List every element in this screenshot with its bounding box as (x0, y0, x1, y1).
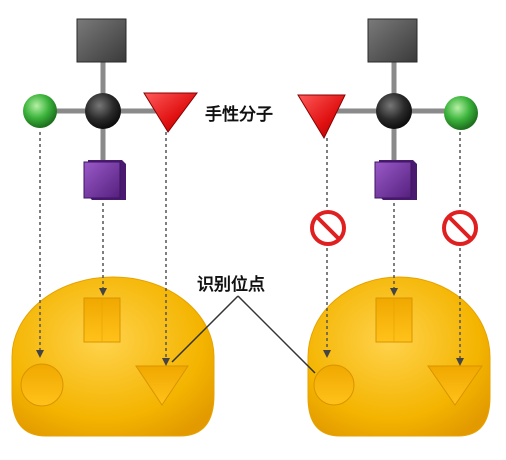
right-green-sphere-group (444, 96, 478, 130)
left-green-sphere-group (23, 94, 57, 128)
left-purple-cube-group (83, 160, 126, 200)
left-guide-arrowheads (36, 288, 170, 366)
left-pocket-square (83, 297, 121, 343)
left-pocket-circle (20, 363, 64, 407)
right-prohibit-icon-left (310, 210, 346, 246)
left-gray-square-group (76, 18, 127, 63)
site-label-pointers (171, 295, 316, 374)
right-pocket-circle (313, 364, 355, 406)
right-center-atom (376, 93, 412, 129)
left-panel (11, 18, 215, 437)
right-recognition-site (307, 276, 491, 437)
right-pocket-triangle (427, 365, 483, 406)
right-pocket-square (375, 297, 413, 343)
right-guide-lines (326, 132, 461, 360)
left-center-atom (85, 93, 121, 129)
chiral-molecule-label: 手性分子 (205, 105, 273, 125)
left-pocket-triangle (135, 365, 189, 406)
recognition-site-label: 识别位点 (197, 275, 265, 295)
right-red-triangle-group (297, 94, 346, 140)
right-purple-cube-group (374, 160, 417, 200)
right-prohibit-icon-right (442, 210, 478, 246)
right-gray-square-group (367, 18, 418, 63)
right-panel (297, 18, 491, 437)
left-recognition-site (11, 276, 215, 437)
left-guide-lines (39, 132, 167, 360)
left-red-triangle-group (143, 92, 198, 133)
right-guide-arrowheads (323, 288, 464, 366)
